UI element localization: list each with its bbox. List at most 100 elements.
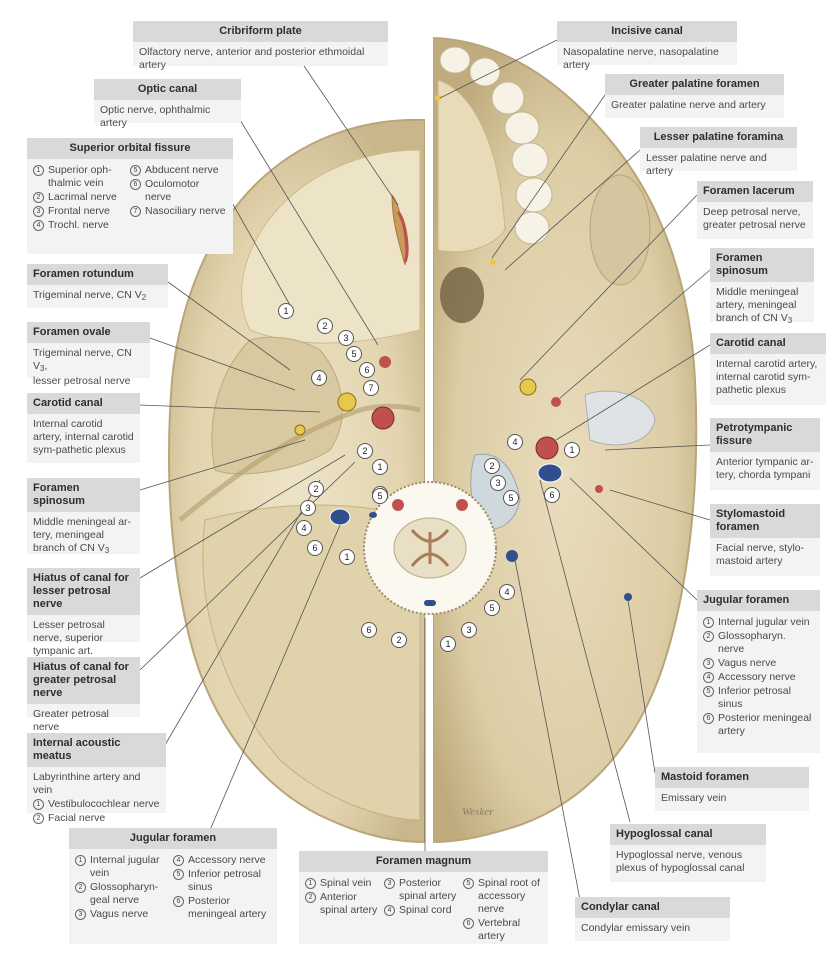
marker-fm-6: 6 xyxy=(361,622,377,638)
list-item: 2 Glossopharyn-geal nerve xyxy=(75,881,173,907)
callout-title: Foramen spinosum xyxy=(27,478,140,512)
number-badge: 2 xyxy=(703,631,714,642)
number-badge: 6 xyxy=(703,713,714,724)
marker-fm-3: 3 xyxy=(461,622,477,638)
marker-jf-left-1b: 1 xyxy=(339,549,355,565)
callout-text: Middle meningeal ar-tery, meningeal bran… xyxy=(33,516,132,554)
item-text: Posterior meningeal artery xyxy=(718,712,812,737)
number-badge: 1 xyxy=(305,878,316,889)
item-text: Glossopharyn-geal nerve xyxy=(90,881,159,906)
left-foramina xyxy=(294,211,409,526)
callout-text: Olfactory nerve, anterior and posterior … xyxy=(139,46,365,71)
item-text: Inferior petrosal sinus xyxy=(718,685,791,710)
callout-title: Incisive canal xyxy=(557,21,737,42)
number-badge: 5 xyxy=(130,165,141,176)
number-badge: 4 xyxy=(173,855,184,866)
item-text: Vagus nerve xyxy=(90,908,149,920)
callout-mastoid-foramen: Mastoid foramen Emissary vein xyxy=(655,767,809,811)
callout-text: Emissary vein xyxy=(661,792,727,804)
callout-title: Cribriform plate xyxy=(133,21,388,42)
number-badge: 5 xyxy=(703,686,714,697)
marker-fm-1: 1 xyxy=(440,636,456,652)
posterior-cranial-fossa xyxy=(202,504,421,821)
callout-title: Hiatus of canal for greater petrosal ner… xyxy=(27,657,140,704)
item-text: Abducent nerve xyxy=(145,164,219,176)
callout-text: Greater palatine nerve and artery xyxy=(611,99,766,111)
marker-fm-5: 5 xyxy=(484,600,500,616)
callout-title: Jugular foramen xyxy=(697,590,820,611)
list-item: 6 Posterior meningeal artery xyxy=(703,712,814,738)
list-item: 4 Trochl. nerve xyxy=(33,219,130,232)
item-text: Vestibulocochlear nerve xyxy=(48,798,160,810)
subscript: 3 xyxy=(40,364,45,373)
callout-text: Deep petrosal nerve, greater petrosal ne… xyxy=(703,206,806,231)
number-badge: 2 xyxy=(33,192,44,203)
item-text: Inferior petrosal sinus xyxy=(188,868,261,893)
callout-text: Greater petrosal nerve xyxy=(33,708,109,733)
callout-title: Carotid canal xyxy=(710,333,826,354)
marker-sof-4: 4 xyxy=(311,370,327,386)
subscript: 3 xyxy=(787,316,793,325)
callout-hypoglossal-canal: Hypoglossal canal Hypoglossal nerve, ven… xyxy=(610,824,766,882)
hard-palate xyxy=(437,79,506,253)
callout-cribriform-plate: Cribriform plate Olfactory nerve, anteri… xyxy=(133,21,388,71)
number-badge: 3 xyxy=(703,658,714,669)
callout-title: Hiatus of canal for lesser petrosal nerv… xyxy=(27,568,140,615)
petrous-ridge xyxy=(178,403,421,522)
callout-text: Condylar emissary vein xyxy=(581,922,691,934)
callout-text: Middle meningeal artery, meningeal branc… xyxy=(716,286,799,324)
callout-text: Labyrinthine artery and vein xyxy=(33,771,141,796)
callout-lesser-palatine-foramina: Lesser palatine foramina Lesser palatine… xyxy=(640,127,797,177)
vertebral-artery-right xyxy=(456,499,468,511)
item-text: Oculomotor nerve xyxy=(145,178,200,203)
callout-title: Mastoid foramen xyxy=(655,767,809,788)
callout-greater-palatine-foramen: Greater palatine foramen Greater palatin… xyxy=(605,74,784,118)
number-badge: 7 xyxy=(130,206,141,217)
item-text: Trochl. nerve xyxy=(48,219,109,231)
marker-jf-left-2: 2 xyxy=(308,481,324,497)
callout-text: Trigeminal nerve, CN V xyxy=(33,289,142,301)
callout-foramen-spinosum-left: Foramen spinosum Middle meningeal ar-ter… xyxy=(27,478,140,555)
vertebral-artery-left xyxy=(392,499,404,511)
callout-foramen-rotundum: Foramen rotundum Trigeminal nerve, CN V2 xyxy=(27,264,168,308)
marker-jf-right-2: 2 xyxy=(484,458,500,474)
number-badge: 4 xyxy=(384,905,395,916)
marker-sof-3: 3 xyxy=(338,330,354,346)
callout-hiatus-greater-petrosal: Hiatus of canal for greater petrosal ner… xyxy=(27,657,140,733)
callout-title: Optic canal xyxy=(94,79,241,100)
number-badge: 2 xyxy=(75,882,86,893)
item-text: Vertebral artery xyxy=(478,917,521,942)
callout-text: Nasopalatine nerve, nasopalatine artery xyxy=(563,46,719,71)
callout-foramen-spinosum-right: Foramen spinosum Middle meningeal artery… xyxy=(710,248,814,325)
marker-fm-2: 2 xyxy=(391,632,407,648)
callout-text: Lesser palatine nerve and artery xyxy=(646,152,767,177)
item-text: Facial nerve xyxy=(48,812,106,824)
number-badge: 5 xyxy=(463,878,474,889)
marker-jf-left-6: 6 xyxy=(307,540,323,556)
marker-jf-right-6: 6 xyxy=(544,487,560,503)
list-item: 7 Nasociliary nerve xyxy=(130,205,227,218)
item-text: Frontal nerve xyxy=(48,205,110,217)
number-badge: 1 xyxy=(33,799,44,810)
callout-title: Hypoglossal canal xyxy=(610,824,766,845)
crista-galli xyxy=(391,193,407,266)
list-item: 5 Abducent nerve xyxy=(130,164,227,177)
marker-fm-4: 4 xyxy=(499,584,515,600)
callout-internal-acoustic-meatus: Internal acoustic meatus Labyrinthine ar… xyxy=(27,733,166,824)
number-badge: 4 xyxy=(33,220,44,231)
callout-condylar-canal: Condylar canal Condylar emissary vein xyxy=(575,897,730,941)
item-text: Internal jugular vein xyxy=(718,616,810,628)
item-text: Nasociliary nerve xyxy=(145,205,226,217)
